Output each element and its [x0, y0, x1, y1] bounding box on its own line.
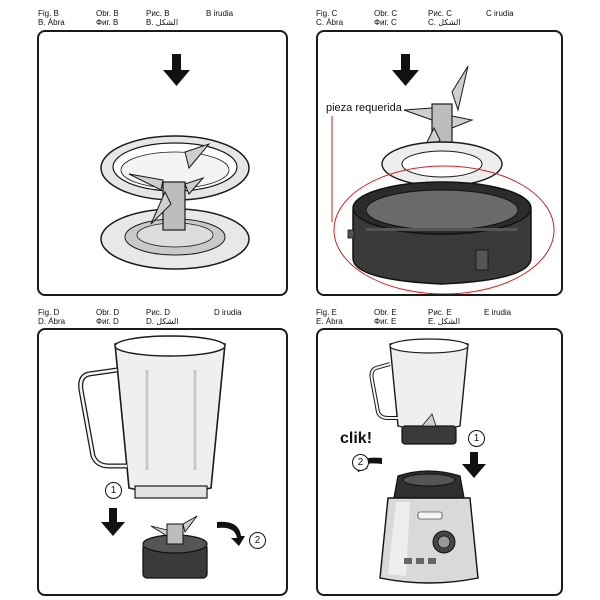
blender-jar [369, 338, 469, 445]
panel-fig-c: pieza requerida [316, 30, 563, 296]
step-2-badge: 2 [249, 532, 266, 549]
illustration-fig-e [356, 338, 486, 584]
caption-text: D. الشكل [146, 317, 179, 326]
caption-text: D irudia [214, 308, 242, 317]
caption-text: Фиг. D [96, 317, 119, 326]
caption-text: E irudia [484, 308, 512, 317]
base-plate [100, 208, 250, 270]
caption-text: Fig. D [38, 308, 60, 317]
step-1-badge: 1 [468, 430, 485, 447]
caption-text: Obr. D [96, 308, 120, 317]
down-arrow-icon [101, 508, 125, 536]
caption-text: Рис. C [428, 9, 453, 18]
blade-base [142, 515, 208, 579]
required-part-label: pieza requerida [326, 102, 402, 114]
caption-text: B irudia [206, 9, 234, 18]
caption-text: Фиг. E [374, 317, 397, 326]
panel-fig-b [37, 30, 288, 296]
blender-jar [78, 335, 226, 499]
caption-text: Fig. E [316, 308, 337, 317]
step-1-badge: 1 [105, 482, 122, 499]
illustration-fig-d [78, 335, 245, 579]
rotate-arrow-icon [217, 521, 245, 546]
caption-text: C. الشكل [428, 18, 461, 27]
down-arrow-icon [163, 54, 190, 86]
caption-text: Obr. E [374, 308, 397, 317]
blade-assembly [128, 142, 211, 231]
down-arrow-icon [392, 54, 419, 86]
caption-text: D. Ábra [38, 317, 66, 326]
caption-text: Obr. C [374, 9, 398, 18]
caption-text: Fig. B [38, 9, 59, 18]
panel-fig-d: 1 2 [37, 328, 288, 596]
panel-fig-e: clik! 1 2 [316, 328, 563, 596]
caption-text: Фиг. B [96, 18, 119, 27]
caption-text: C irudia [486, 9, 514, 18]
illustration-fig-c [331, 54, 555, 294]
click-label: clik! [340, 430, 373, 447]
base-collar [347, 181, 532, 285]
step-2-badge: 2 [352, 454, 369, 471]
caption-text: Рис. B [146, 9, 170, 18]
caption-text: E. Ábra [316, 317, 343, 326]
down-arrow-icon [462, 452, 486, 478]
required-part-highlight [333, 165, 555, 294]
sealing-ring [381, 141, 503, 187]
caption-text: Obr. B [96, 9, 119, 18]
caption-text: Рис. E [428, 308, 452, 317]
motor-base [379, 470, 479, 584]
caption-text: B. الشكل [146, 18, 179, 27]
caption-text: Рис. D [146, 308, 171, 317]
caption-text: Fig. C [316, 9, 338, 18]
caption-text: C. Ábra [316, 18, 344, 27]
caption-text: E. الشكل [428, 317, 461, 326]
caption-text: Фиг. C [374, 18, 397, 27]
caption-text: B. Ábra [38, 18, 65, 27]
illustration-fig-b [100, 54, 250, 270]
